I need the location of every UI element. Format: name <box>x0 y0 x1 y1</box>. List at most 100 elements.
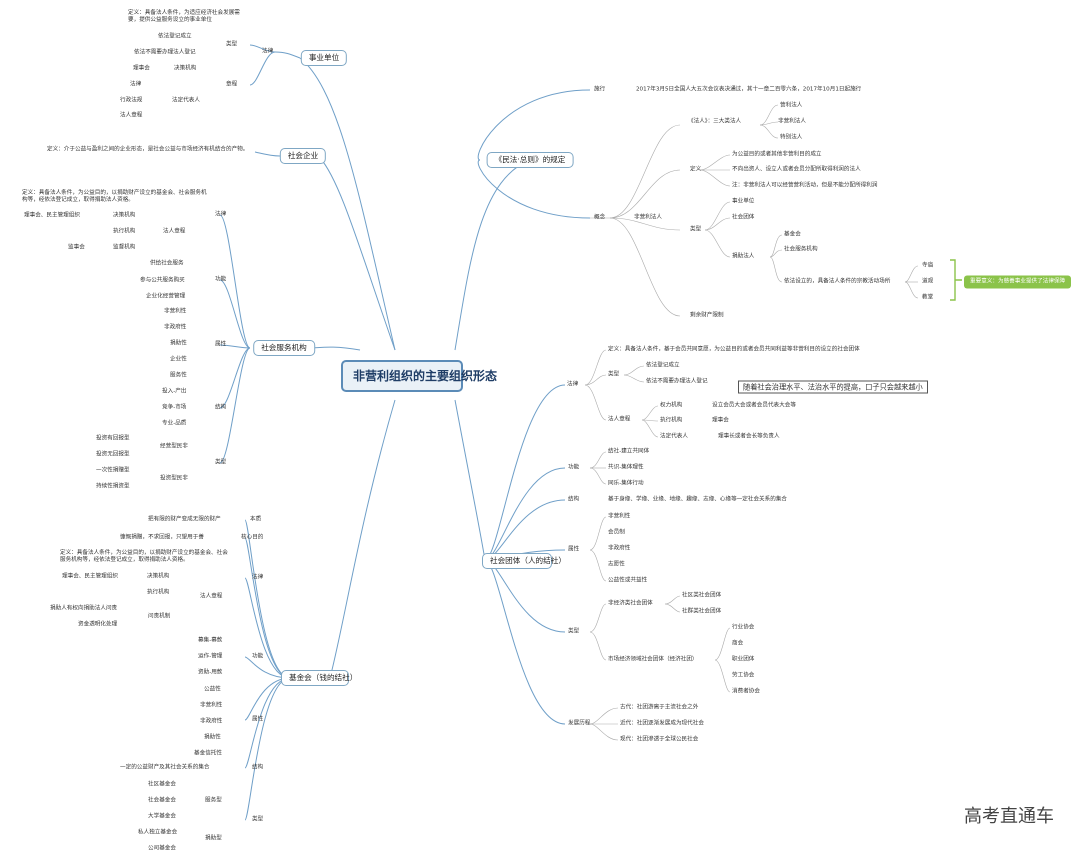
minfa-nonprofit[interactable]: 非营利法人 <box>634 214 662 221</box>
jjh-zhangcheng[interactable]: 法人章程 <box>200 593 223 600</box>
minfa-type[interactable]: 类型 <box>690 226 702 233</box>
tt-type2[interactable]: 类型 <box>568 628 580 635</box>
minfa-p3: 特别法人 <box>780 134 803 141</box>
jjh-t3: 大学基金会 <box>148 813 176 820</box>
tt-zhangcheng[interactable]: 法人章程 <box>608 416 631 423</box>
fuwu-f3: 企业化经营管理 <box>146 293 186 300</box>
minfa-def[interactable]: 定义 <box>690 166 702 173</box>
fuwu-l1: 理事会、民主管理组织 <box>24 212 80 219</box>
jjh-purpose[interactable]: 核心目的 <box>241 534 264 541</box>
jjh-a5: 基金信托性 <box>194 750 222 757</box>
shiye-rule-5: 行政法规 <box>120 97 143 104</box>
branch-minfa[interactable]: 《民法·总则》的规定 <box>486 152 574 168</box>
jjh-z1: 理事会、民主管理组织 <box>62 573 118 580</box>
tt-f2: 共识-集体理性 <box>608 464 644 471</box>
jjh-essence[interactable]: 本质 <box>250 516 262 523</box>
minfa-tc1: 寺庙 <box>922 262 934 269</box>
jjh-a1: 公益性 <box>204 686 221 693</box>
tt-z1: 权力机构 <box>660 402 683 409</box>
minfa-three[interactable]: 《法人》：三大类法人 <box>688 118 742 125</box>
minfa-impl-v: 2017年3月5日全国人大五次会议表决通过，其十一章二百零六条，2017年10月… <box>636 86 862 93</box>
shiye-type-1: 依法登记成立 <box>158 33 192 40</box>
shiye-rule-2: 决策机构 <box>174 65 197 72</box>
fuwu-a1: 非营利性 <box>164 308 187 315</box>
tt-def: 定义：具备法人条件，基于会员共同意愿，为公益目的或者会员共同利益等非营利目的设立… <box>608 346 860 353</box>
shiye-rule-3: 法律 <box>130 81 142 88</box>
jjh-func[interactable]: 功能 <box>252 653 264 660</box>
jjh-t2: 社会基金会 <box>148 797 176 804</box>
fuwu-s3: 专业-品质 <box>162 420 187 427</box>
shiye-rule-1: 理事会 <box>133 65 150 72</box>
shiye-def: 定义：具备法人条件，为适应经济社会发展需要，提供公益服务设立的事业单位 <box>128 10 240 23</box>
tt-struct[interactable]: 结构 <box>568 496 580 503</box>
minfa-tc2: 道观 <box>922 278 934 285</box>
tt-c1[interactable]: 非经济类社会团体 <box>608 600 653 607</box>
tt-struct-v: 基于身缘、学缘、业缘、地缘、趣缘、志缘、心缘等一定社会关系的集合 <box>608 496 788 503</box>
tt-law[interactable]: 法律 <box>567 381 579 388</box>
fuwu-ty1b: 投资无回报型 <box>96 451 130 458</box>
fuwu-def: 定义：具备法人条件，为公益目的，以捐助财产设立的基金会、社会服务机构等，经依法登… <box>22 190 207 203</box>
fuwu-type[interactable]: 类型 <box>215 459 227 466</box>
jjh-attr[interactable]: 属性 <box>252 716 264 723</box>
tt-f1: 结社-建立共同体 <box>608 448 650 455</box>
tt-attr[interactable]: 属性 <box>568 546 580 553</box>
shiye-type[interactable]: 类型 <box>226 41 238 48</box>
tt-c2c: 职业团体 <box>732 656 755 663</box>
fuwu-func[interactable]: 功能 <box>215 276 227 283</box>
fuwu-a5: 服务性 <box>170 372 187 379</box>
shiye-law[interactable]: 法律 <box>262 48 274 55</box>
tt-c2[interactable]: 市场经济领域社会团体（经济社团） <box>608 656 698 663</box>
tt-z2v: 理事会 <box>712 417 729 424</box>
tt-ty2-note: 随着社会治理水平、法治水平的提高，口子只会越来越小 <box>738 380 928 394</box>
minfa-tc3: 教堂 <box>922 294 934 301</box>
branch-jijinhui[interactable]: 基金会（钱的结社） <box>281 670 357 686</box>
jjh-z2: 决策机构 <box>147 573 170 580</box>
jjh-tb[interactable]: 捐助型 <box>205 835 222 842</box>
fuwu-struct[interactable]: 结构 <box>215 404 227 411</box>
fuwu-f1: 供给社会服务 <box>150 260 184 267</box>
fuwu-zhangcheng[interactable]: 法人章程 <box>163 228 186 235</box>
tt-func[interactable]: 功能 <box>568 464 580 471</box>
branch-tuanti[interactable]: 社会团体（人的结社） <box>482 553 566 569</box>
jjh-a3: 非政府性 <box>200 718 223 725</box>
tt-c2a: 行业协会 <box>732 624 755 631</box>
root-topic[interactable]: 非营利组织的主要组织形态 <box>341 360 497 392</box>
tt-hist[interactable]: 发展历程 <box>568 720 591 727</box>
minfa-t3[interactable]: 捐助法人 <box>732 253 755 260</box>
watermark-text: 高考直通车 <box>964 806 1054 827</box>
tt-c1b: 社群类社会团体 <box>682 608 722 615</box>
jjh-type[interactable]: 类型 <box>252 816 264 823</box>
minfa-impl[interactable]: 施行 <box>594 86 606 93</box>
jjh-ta[interactable]: 服务型 <box>205 797 222 804</box>
fuwu-a4: 企业性 <box>170 356 187 363</box>
fuwu-ty1[interactable]: 经营型民非 <box>160 443 188 450</box>
tt-a2: 会员制 <box>608 529 625 536</box>
jjh-z4: 捐助人有权向捐助法人问责 <box>50 605 118 612</box>
tt-ty1: 依法登记成立 <box>646 362 680 369</box>
tt-z3: 法定代表人 <box>660 433 688 440</box>
minfa-p2: 非营利法人 <box>778 118 806 125</box>
tt-a1: 非营利性 <box>608 513 631 520</box>
minfa-concept[interactable]: 概念 <box>594 214 606 221</box>
fuwu-ty2[interactable]: 投资型民非 <box>160 475 188 482</box>
branch-shiye[interactable]: 事业单位 <box>300 50 348 66</box>
minfa-t3c[interactable]: 依法设立的，具备法人条件的宗教活动场所 <box>784 278 891 285</box>
jjh-purpose-v: 慷慨捐赠，不求回报，只望用于善 <box>120 534 204 541</box>
branch-shehuiqiye[interactable]: 社会企业 <box>279 148 327 164</box>
tt-c1a: 社区类社会团体 <box>682 592 722 599</box>
shiye-rules[interactable]: 章程 <box>226 81 238 88</box>
tt-h2: 近代：社团逐渐发展成为现代社会 <box>620 720 704 727</box>
branch-fuwu[interactable]: 社会服务机构 <box>253 340 315 356</box>
jjh-struct[interactable]: 结构 <box>252 764 264 771</box>
tt-type[interactable]: 类型 <box>608 371 620 378</box>
jjh-law[interactable]: 法律 <box>252 574 264 581</box>
shiye-type-2: 依法不需要办理法人登记 <box>134 49 196 56</box>
fuwu-law[interactable]: 法律 <box>215 211 227 218</box>
fuwu-ty1a: 投资有回报型 <box>96 435 130 442</box>
jjh-a4: 捐助性 <box>204 734 221 741</box>
fuwu-l4: 监事会 <box>68 244 85 251</box>
minfa-t3b: 社会服务机构 <box>784 246 818 253</box>
jjh-z6: 问责机制 <box>148 613 171 620</box>
fuwu-attr[interactable]: 属性 <box>215 341 227 348</box>
